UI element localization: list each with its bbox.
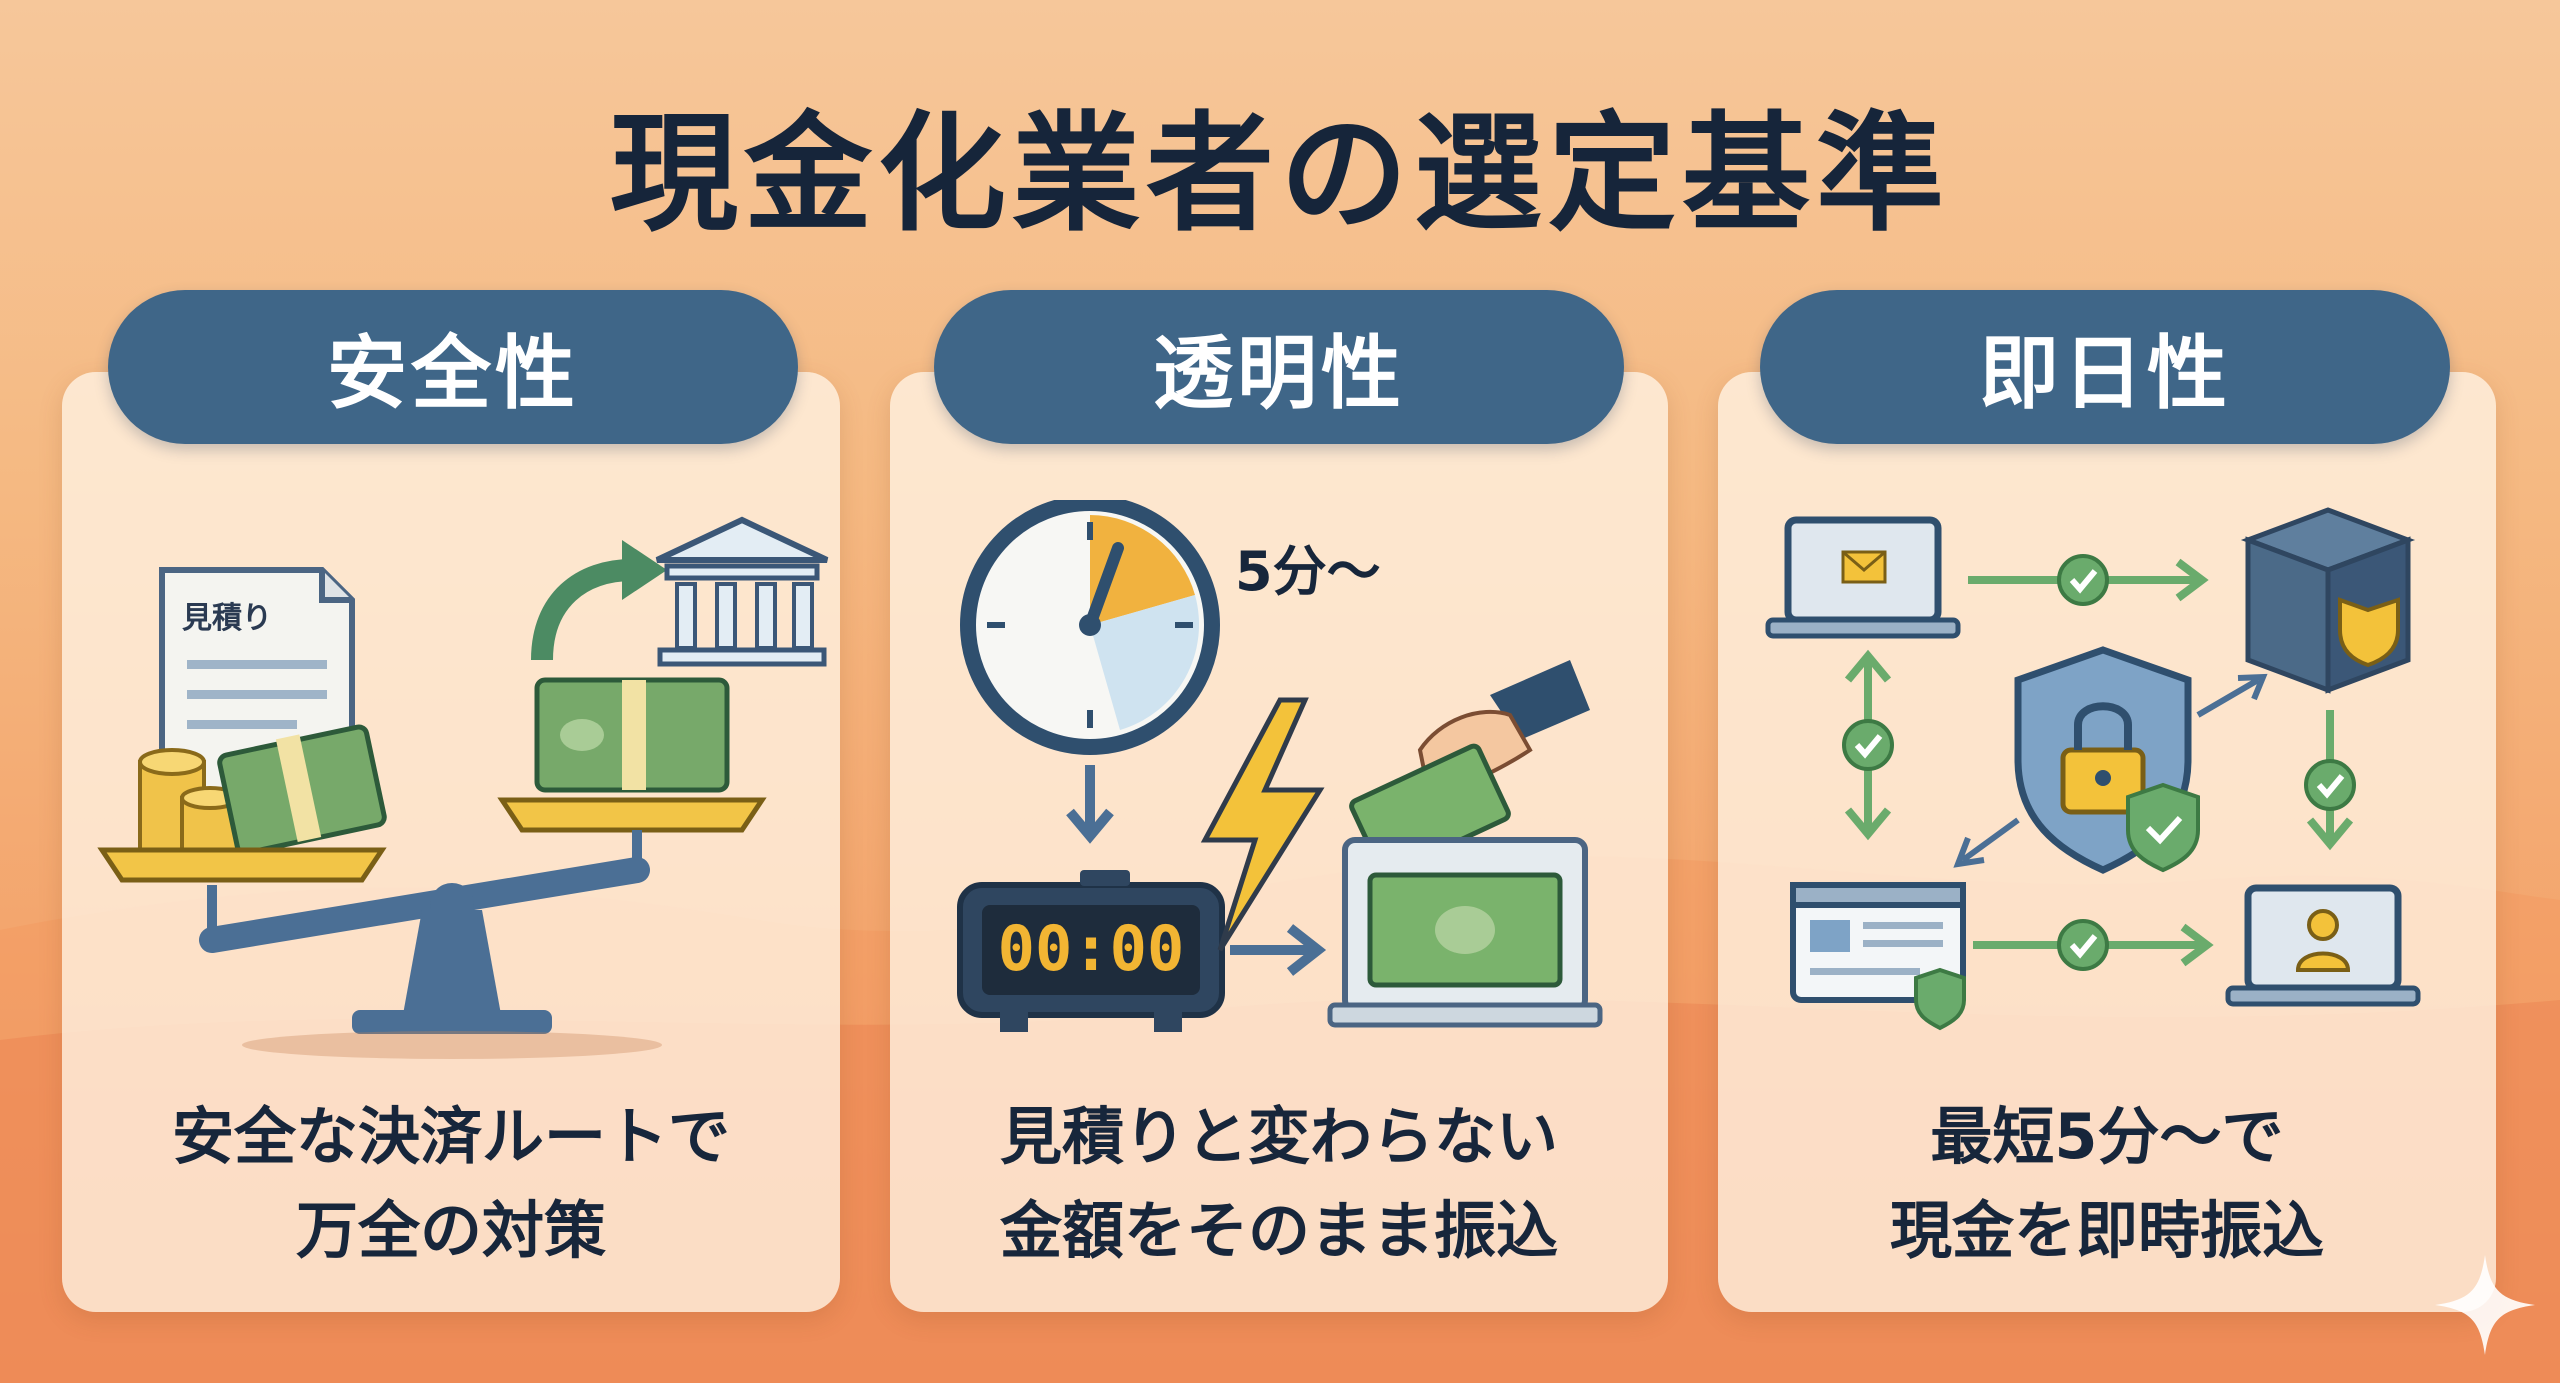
card-description-transparency: 見積りと変わらない 金額をそのまま振込 [999, 1100, 1558, 1267]
arrow-diagonal-icon [1953, 817, 2020, 868]
page-title: 現金化業者の選定基準 [609, 100, 1950, 249]
svg-text:見積り: 見積り [182, 601, 272, 636]
card-description-safety: 安全な決済ルートで 万全の対策 [171, 1100, 730, 1267]
card-description-speed: 最短5分〜で 現金を即時振込 [1889, 1100, 2324, 1267]
check-icon [2306, 761, 2354, 809]
safety-illustration: 見積り [97, 516, 829, 1059]
browser-window-icon [1790, 882, 1966, 1031]
laptop-user-icon [2225, 884, 2421, 1007]
check-icon [1844, 721, 1892, 769]
laptop-mail-icon [1765, 516, 1961, 639]
arrow-diagonal-icon [2196, 673, 2268, 718]
arrow-right-icon [1230, 924, 1327, 976]
check-icon [2059, 921, 2107, 969]
cash-stack-icon [534, 677, 730, 793]
check-icon [2059, 556, 2107, 604]
arrow-icon [531, 540, 667, 661]
digital-clock-icon: 00:00 [957, 870, 1225, 1032]
speed-illustration [1765, 507, 2421, 1031]
bank-icon [655, 516, 829, 667]
balance-scale-icon [97, 797, 767, 1059]
svg-text:00:00: 00:00 [998, 912, 1185, 985]
shield-lock-icon [2014, 646, 2200, 874]
card-heading-safety: 安全性 [108, 290, 798, 444]
lightning-icon [1200, 697, 1325, 952]
card-heading-speed: 即日性 [1760, 290, 2450, 444]
cash-drawer-icon [1327, 837, 1603, 1028]
card-heading-transparency: 透明性 [934, 290, 1624, 444]
clock-time-label: 5分〜 [1235, 540, 1381, 603]
clock-icon [960, 500, 1220, 755]
arrow-down-icon [1066, 765, 1114, 844]
sparkle-icon [2435, 1255, 2535, 1355]
transparency-illustration: 5分〜 00:00 [957, 500, 1603, 1032]
cash-stack-icon [217, 724, 387, 856]
server-shield-icon [2240, 507, 2416, 694]
